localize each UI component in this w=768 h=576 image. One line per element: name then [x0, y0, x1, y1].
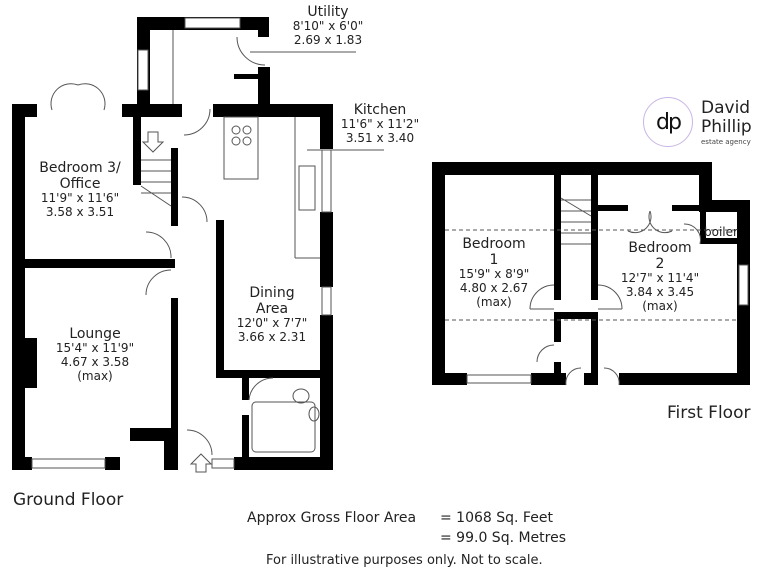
room-metric: 2.69 x 1.83: [293, 32, 363, 47]
room-imperial: 8'10" x 6'0": [292, 19, 364, 34]
room-imperial: 11'6" x 11'2": [340, 117, 420, 132]
room-label-utility: Utility 8'10" x 6'0" 2.69 x 1.83: [278, 4, 378, 48]
room-imperial: 12'0" x 7'7": [236, 316, 308, 331]
room-metric: 3.58 x 3.51: [45, 204, 115, 219]
first-floor-walls: [432, 162, 750, 385]
room-metric: 4.67 x 3.58: [60, 354, 130, 369]
logo-name-line1: David: [701, 98, 751, 118]
room-imperial: 15'4" x 11'9": [55, 341, 135, 356]
room-name-line1: Bedroom: [462, 236, 526, 252]
room-name-line2: 1: [489, 252, 499, 269]
ground-floor-title: Ground Floor: [13, 490, 124, 510]
room-label-kitchen: Kitchen 11'6" x 11'2" 3.51 x 3.40: [330, 102, 430, 146]
room-name-line1: Bedroom: [628, 240, 692, 256]
room-name: Utility: [307, 4, 349, 20]
room-metric: 3.84 x 3.45: [625, 284, 695, 299]
room-metric: 3.66 x 2.31: [237, 329, 307, 344]
area-sqft: = 1068 Sq. Feet: [440, 510, 553, 526]
room-label-bedroom-3: Bedroom 3/ Office 11'9" x 11'6" 3.58 x 3…: [25, 160, 135, 220]
logo-monogram: dp: [656, 109, 682, 135]
room-name-line2: Office: [59, 176, 101, 193]
logo-monogram-ring: dp: [643, 97, 693, 147]
room-label-lounge: Lounge 15'4" x 11'9" 4.67 x 3.58 (max): [45, 326, 145, 383]
brand-logo: dp David Phillip estate agency: [643, 97, 768, 157]
room-label-bedroom-1: Bedroom 1 15'9" x 8'9" 4.80 x 2.67 (max): [444, 236, 544, 310]
disclaimer: For illustrative purposes only. Not to s…: [266, 553, 543, 568]
room-metric: 3.51 x 3.40: [345, 130, 415, 145]
room-imperial: 15'9" x 8'9": [458, 267, 530, 282]
room-label-bedroom-2: Bedroom 2 12'7" x 11'4" 3.84 x 3.45 (max…: [610, 240, 710, 314]
room-imperial: 11'9" x 11'6": [40, 191, 120, 206]
room-label-boiler: boiler: [703, 225, 739, 240]
room-note: (max): [476, 294, 512, 309]
first-floor-title: First Floor: [667, 403, 751, 423]
logo-tagline: estate agency: [701, 138, 751, 146]
room-name: boiler: [704, 225, 738, 239]
room-name-line1: Dining: [249, 285, 295, 301]
room-imperial: 12'7" x 11'4": [620, 271, 700, 286]
ground-floor-walls: [12, 17, 333, 470]
logo-name: David Phillip: [701, 99, 752, 137]
room-name-line2: Area: [255, 301, 289, 318]
room-metric: 4.80 x 2.67: [459, 280, 529, 295]
area-label: Approx Gross Floor Area: [247, 510, 417, 526]
room-note: (max): [642, 298, 678, 313]
room-label-dining-area: Dining Area 12'0" x 7'7" 3.66 x 2.31: [222, 285, 322, 345]
ground-floor-fixtures: [31, 17, 384, 473]
room-name-line2: 2: [655, 256, 665, 273]
room-name: Kitchen: [353, 102, 407, 118]
area-sqm: = 99.0 Sq. Metres: [440, 530, 567, 546]
logo-name-line2: Phillip: [701, 117, 752, 137]
room-note: (max): [77, 368, 113, 383]
first-floor-fixtures: [445, 197, 749, 386]
room-name: Lounge: [69, 326, 121, 342]
room-name-line1: Bedroom 3/: [39, 160, 121, 176]
